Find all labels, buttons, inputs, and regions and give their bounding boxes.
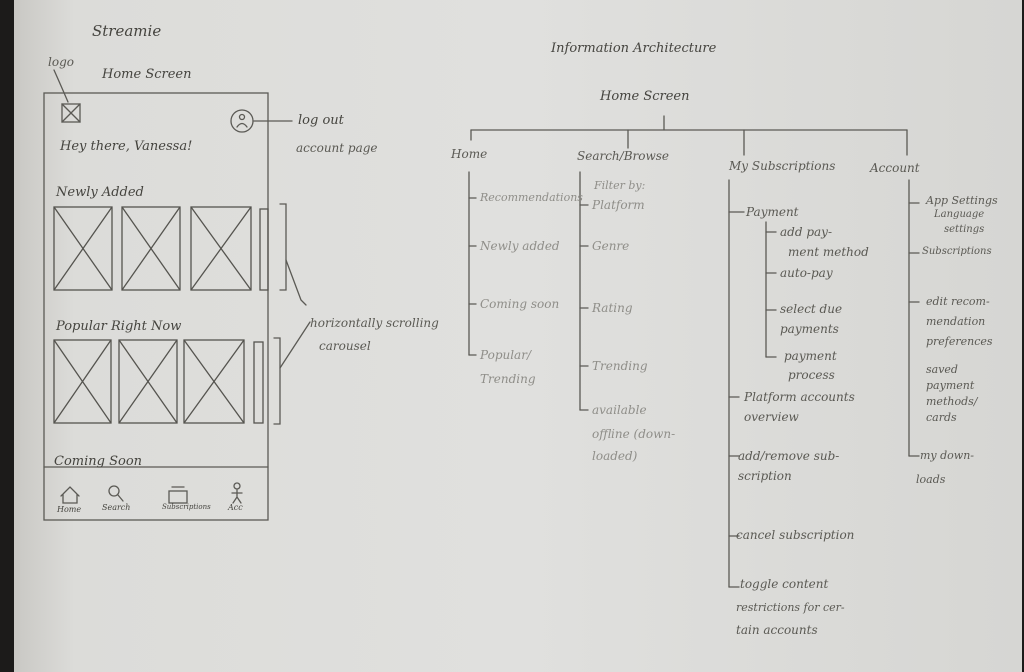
logout-note: log out xyxy=(298,113,344,128)
account-item: mendation xyxy=(926,315,986,328)
greeting-text: Hey there, Vanessa! xyxy=(60,139,193,154)
subs-item: toggle content xyxy=(740,577,829,591)
home-icon xyxy=(60,486,80,504)
screen-title: Home Screen xyxy=(102,67,192,82)
subs-item: Platform accounts xyxy=(744,390,855,404)
payment-item: auto-pay xyxy=(780,266,833,280)
search-item: Filter by: xyxy=(594,179,646,192)
payment-branch: Payment xyxy=(746,205,799,219)
account-item: preferences xyxy=(926,335,993,348)
search-item: loaded) xyxy=(592,449,638,463)
phone-frame xyxy=(43,92,269,521)
home-item: Trending xyxy=(480,372,536,386)
account-item: Language xyxy=(934,209,985,220)
search-item: Trending xyxy=(592,359,648,373)
newly-added-carousel xyxy=(53,206,269,291)
logo-pointer xyxy=(53,69,69,103)
subs-item: overview xyxy=(744,410,799,424)
account-icon xyxy=(233,482,241,490)
profile-circle xyxy=(230,109,254,133)
payment-item: ment method xyxy=(788,245,869,259)
home-item: Recommendations xyxy=(480,191,583,204)
account-item: payment xyxy=(926,379,975,392)
subs-item: cancel subscription xyxy=(736,528,855,542)
account-item: settings xyxy=(944,224,985,235)
nav-search-label: Search xyxy=(102,503,131,512)
home-item: Coming soon xyxy=(480,297,560,311)
nav-subscriptions-label: Subscriptions xyxy=(162,503,211,511)
account-item: App Settings xyxy=(926,194,998,207)
payment-item: process xyxy=(788,368,835,382)
subs-item: add/remove sub- xyxy=(738,449,840,463)
nav-home-label: Home xyxy=(57,505,82,514)
account-note: account page xyxy=(296,141,378,155)
account-item: edit recom- xyxy=(926,295,990,308)
account-item: my down- xyxy=(920,449,975,462)
subs-branch: My Subscriptions xyxy=(729,159,836,173)
account-item: methods/ xyxy=(926,395,978,408)
popular-carousel xyxy=(53,339,264,424)
subs-item: tain accounts xyxy=(736,623,818,637)
carousel-note-1: horizontally scrolling xyxy=(310,316,439,330)
account-item: cards xyxy=(926,411,957,424)
logo-box xyxy=(61,103,81,123)
paper-sheet: Streamie logo Home Screen Hey there, Van… xyxy=(14,0,1022,672)
nav-account-label: Acc xyxy=(228,503,243,512)
search-item: available xyxy=(592,403,647,417)
search-item: Genre xyxy=(592,239,630,253)
subscriptions-icon xyxy=(168,490,188,504)
account-branch: Account xyxy=(870,161,920,175)
newly-added-heading: Newly Added xyxy=(56,185,144,200)
search-branch: Search/Browse xyxy=(577,149,670,163)
search-item: Rating xyxy=(592,301,633,315)
account-item: loads xyxy=(916,473,946,486)
search-icon xyxy=(108,485,120,497)
search-item: Platform xyxy=(592,198,645,212)
payment-item: payment xyxy=(784,349,837,363)
ia-root: Home Screen xyxy=(600,89,690,104)
app-name: Streamie xyxy=(92,22,162,40)
search-item: offline (down- xyxy=(592,427,676,441)
popular-heading: Popular Right Now xyxy=(56,319,182,334)
ia-title: Information Architecture xyxy=(551,41,717,56)
payment-item: select due xyxy=(780,302,843,316)
account-item: saved xyxy=(926,363,958,376)
payment-item: add pay- xyxy=(780,225,833,239)
account-item: Subscriptions xyxy=(922,246,992,257)
carousel-note-2: carousel xyxy=(319,339,371,353)
home-item: Newly added xyxy=(480,239,560,253)
logo-label: logo xyxy=(48,55,74,69)
home-item: Popular/ xyxy=(480,348,531,362)
home-branch: Home xyxy=(451,147,488,161)
subs-item: restrictions for cer- xyxy=(736,601,845,614)
subs-item: scription xyxy=(738,469,792,483)
coming-soon-heading: Coming Soon xyxy=(54,454,143,469)
payment-item: payments xyxy=(780,322,839,336)
sketch-lines xyxy=(43,69,920,588)
